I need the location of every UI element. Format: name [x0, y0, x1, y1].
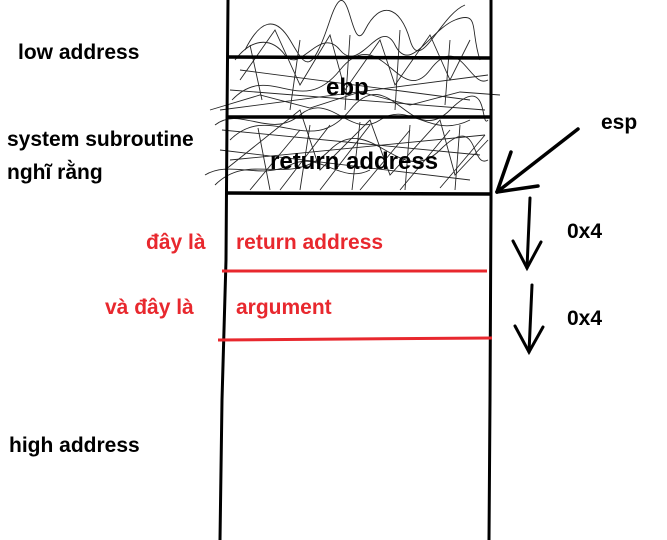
offset-label-1: 0x4 [567, 220, 603, 243]
system-subroutine-label-line2: nghĩ rằng [7, 161, 103, 184]
esp-label: esp [601, 111, 638, 134]
system-subroutine-label: system subroutine [7, 128, 194, 151]
down-arrow-1 [511, 196, 543, 272]
low-address-label: low address [18, 41, 140, 64]
stack-divider-3 [225, 191, 492, 196]
red-divider-2 [217, 336, 493, 342]
down-arrow-2 [513, 283, 545, 356]
stack-divider-1 [227, 55, 492, 60]
argument-label: argument [236, 296, 332, 319]
stack-right-border [487, 0, 493, 540]
esp-arrow [495, 127, 580, 194]
scribbled-return-address-label: return address [270, 148, 439, 175]
offset-label-2: 0x4 [567, 307, 603, 330]
va-day-la-label: và đây là [105, 296, 194, 319]
stack-left-border [218, 0, 230, 540]
ebp-label: ebp [326, 74, 369, 101]
high-address-label: high address [9, 434, 140, 457]
day-la-label: đây là [146, 231, 206, 254]
return-address-label: return address [236, 231, 384, 254]
